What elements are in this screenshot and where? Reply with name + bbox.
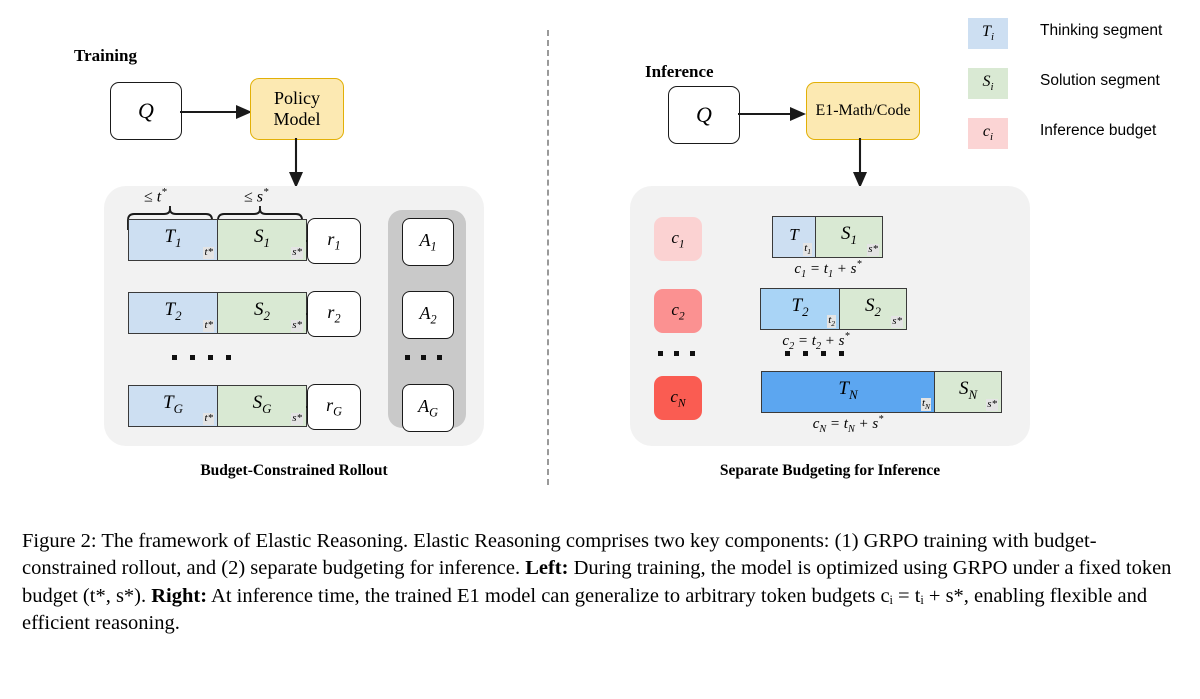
brace-label-s: ≤ s* — [244, 186, 269, 206]
inference-budget-ellipsis — [658, 351, 695, 356]
inference-row-2-sol-budget: s* — [891, 315, 903, 328]
right-arrow-q-to-model — [738, 107, 806, 121]
inference-row-2-thinking-segment: T2 t2 — [760, 288, 840, 330]
caption-bold-left: Left: — [525, 557, 569, 580]
inference-row-1-sol-budget: s* — [867, 243, 879, 256]
right-panel-title: Inference — [645, 62, 714, 81]
train-row-2-thinking-segment: T2 t* — [128, 292, 218, 334]
train-row-1-advantage-box: A1 — [402, 218, 454, 266]
panel-divider — [547, 30, 549, 485]
right-model-box: E1-Math/Code — [806, 82, 920, 140]
legend-label-thinking: Thinking segment — [1040, 22, 1163, 39]
inference-row-2-equation: c2 = t2 + s* — [782, 331, 850, 352]
inference-row-1-budget-badge: c1 — [654, 217, 702, 261]
advantage-ellipsis — [405, 355, 442, 360]
train-row-1-solution-segment: S1 s* — [217, 219, 307, 261]
left-model-line2: Model — [273, 109, 321, 129]
right-panel-footer: Separate Budgeting for Inference — [719, 462, 941, 479]
train-row-g-thinking-segment: TG t* — [128, 385, 218, 427]
figure-caption: Figure 2: The framework of Elastic Reaso… — [22, 528, 1180, 637]
figure-canvas: Training Q Policy Model ≤ t* ≤ s* T1 t* … — [74, 18, 1163, 485]
train-row-1-think-budget: t* — [203, 246, 214, 259]
train-row-2-advantage-box: A2 — [402, 291, 454, 339]
train-row-2-think-budget: t* — [203, 319, 214, 332]
right-question-label: Q — [696, 102, 712, 127]
left-model-line1: Policy — [273, 88, 320, 109]
train-row-1-sol-budget: s* — [291, 246, 303, 259]
right-question-box: Q — [668, 86, 740, 144]
inference-row-n-equation: cN = tN + s* — [812, 414, 884, 435]
inference-row-2-budget-badge: c2 — [654, 289, 702, 333]
inference-row-n-thinking-segment: TN tN — [761, 371, 935, 413]
inference-row-n-think-budget: tN — [920, 396, 931, 412]
caption-bold-right: Right: — [151, 584, 208, 607]
left-question-box: Q — [110, 82, 182, 140]
legend-chip-thinking-icon: Ti — [968, 18, 1008, 49]
inference-row-1-thinking-segment: T t1 — [772, 216, 816, 258]
legend-chip-solution-icon: Si — [968, 68, 1008, 99]
left-question-label: Q — [138, 98, 154, 123]
budget-braces — [127, 206, 303, 230]
train-row-g-reward-box: rG — [307, 384, 361, 430]
right-model-label: E1-Math/Code — [815, 101, 911, 119]
left-arrow-q-to-model — [180, 105, 252, 119]
left-arrow-model-to-rollout — [289, 138, 303, 188]
train-row-g-sol-budget: s* — [291, 412, 303, 425]
train-row-2-reward-box: r2 — [307, 291, 361, 337]
caption-text-2: During training, the model is optimized … — [22, 557, 1172, 607]
train-row-g-solution-segment: SG s* — [217, 385, 307, 427]
caption-text-1: The framework of Elastic Reasoning. Elas… — [22, 530, 1097, 580]
inference-row-1-equation: c1 = t1 + s* — [794, 259, 862, 280]
right-arrow-model-to-panel — [853, 138, 867, 188]
inference-rows-ellipsis — [785, 351, 844, 356]
left-model-box: Policy Model — [250, 78, 344, 140]
left-panel-title: Training — [74, 46, 137, 65]
left-panel-footer: Budget-Constrained Rollout — [200, 462, 388, 479]
inference-row-n-solution-segment: SN s* — [934, 371, 1002, 413]
inference-row-n-sol-budget: s* — [986, 398, 998, 411]
brace-label-t: ≤ t* — [144, 186, 167, 206]
train-row-g-advantage-box: AG — [402, 384, 454, 432]
inference-row-1-solution-segment: S1 s* — [815, 216, 883, 258]
inference-row-1-think-budget: t1 — [803, 241, 812, 257]
legend-label-solution: Solution segment — [1040, 72, 1160, 89]
train-row-g-think-budget: t* — [203, 412, 214, 425]
train-row-1-thinking-segment: T1 t* — [128, 219, 218, 261]
legend-label-budget: Inference budget — [1040, 122, 1157, 139]
train-row-2-sol-budget: s* — [291, 319, 303, 332]
caption-text-3: At inference time, the trained E1 model … — [22, 584, 1148, 634]
train-rows-ellipsis — [172, 355, 231, 360]
inference-row-2-solution-segment: S2 s* — [839, 288, 907, 330]
inference-row-2-think-budget: t2 — [827, 313, 836, 329]
caption-label: Figure 2: — [22, 530, 97, 552]
train-row-1-reward-box: r1 — [307, 218, 361, 264]
legend-chip-budget-icon: ci — [968, 118, 1008, 149]
inference-row-n-budget-badge: cN — [654, 376, 702, 420]
train-row-2-solution-segment: S2 s* — [217, 292, 307, 334]
